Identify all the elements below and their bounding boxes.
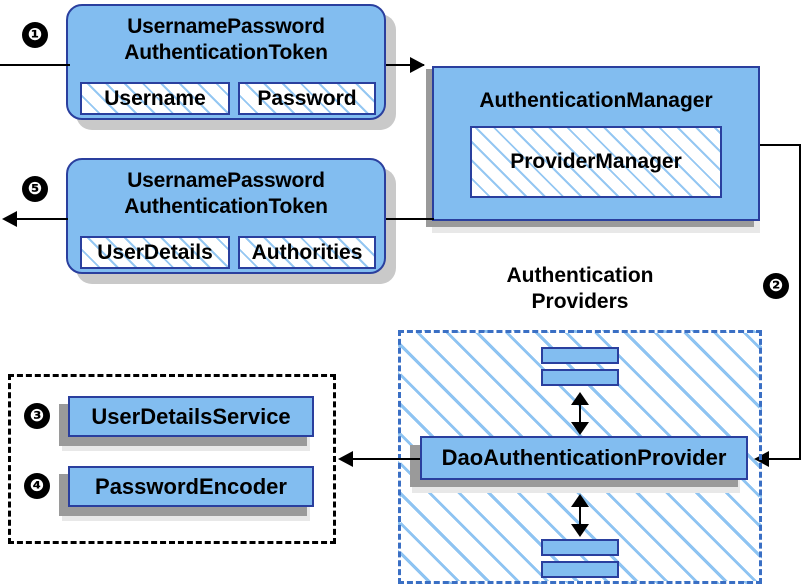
- step-badge-5: ❺: [22, 176, 48, 202]
- provider-link-bottom-arrow-up: [571, 494, 589, 507]
- manager-to-provider-line-vertical: [799, 144, 801, 460]
- manager-to-provider-line-bottom: [768, 458, 801, 460]
- request-token-box[interactable]: UsernamePassword AuthenticationToken Use…: [66, 4, 386, 120]
- response-token-title-line1: UsernamePassword: [127, 169, 325, 192]
- incoming-request-line: [0, 64, 70, 66]
- services-container: [8, 374, 336, 544]
- response-token-field-authorities[interactable]: Authorities: [238, 236, 376, 269]
- authentication-providers-label-line2: Providers: [531, 290, 629, 313]
- provider-to-services-line: [352, 458, 420, 460]
- request-token-title-line1: UsernamePassword: [127, 15, 325, 38]
- provider-placeholder-bar-4: [541, 561, 619, 578]
- response-token-field-userdetails[interactable]: UserDetails: [80, 236, 230, 269]
- password-encoder-box[interactable]: PasswordEncoder: [68, 466, 314, 507]
- step-badge-3: ❸: [24, 403, 50, 429]
- request-to-manager-arrowhead: [410, 57, 425, 73]
- response-token-box[interactable]: UsernamePassword AuthenticationToken Use…: [66, 158, 386, 274]
- outgoing-response-arrowhead: [2, 211, 17, 227]
- provider-placeholder-bar-3: [541, 539, 619, 556]
- response-token-title-line2: AuthenticationToken: [124, 195, 328, 218]
- provider-placeholder-bar-2: [541, 369, 619, 386]
- provider-link-top-arrow-up: [571, 392, 589, 405]
- authentication-manager-box[interactable]: AuthenticationManager ProviderManager: [432, 66, 760, 221]
- provider-link-top-arrow-down: [571, 422, 589, 435]
- authentication-manager-title: AuthenticationManager: [479, 89, 713, 112]
- manager-to-response-line: [386, 218, 434, 220]
- step-badge-4: ❹: [24, 473, 50, 499]
- provider-to-services-arrowhead: [338, 451, 353, 467]
- provider-link-bottom-arrow-down: [571, 524, 589, 537]
- request-to-manager-line: [386, 64, 424, 66]
- manager-to-provider-line-top: [760, 144, 801, 146]
- outgoing-response-line: [16, 218, 68, 220]
- provider-link-bottom-line: [579, 498, 581, 534]
- authentication-providers-label-line1: Authentication: [506, 264, 654, 287]
- provider-link-top-line: [579, 396, 581, 432]
- step-badge-2: ❷: [763, 273, 789, 299]
- step-badge-1: ❶: [22, 22, 48, 48]
- provider-manager-box[interactable]: ProviderManager: [470, 126, 722, 198]
- request-token-field-username[interactable]: Username: [80, 82, 230, 115]
- request-token-field-password[interactable]: Password: [238, 82, 376, 115]
- dao-provider-box[interactable]: DaoAuthenticationProvider: [420, 436, 748, 480]
- user-details-service-box[interactable]: UserDetailsService: [68, 396, 314, 437]
- provider-placeholder-bar-1: [541, 347, 619, 364]
- request-token-title-line2: AuthenticationToken: [124, 41, 328, 64]
